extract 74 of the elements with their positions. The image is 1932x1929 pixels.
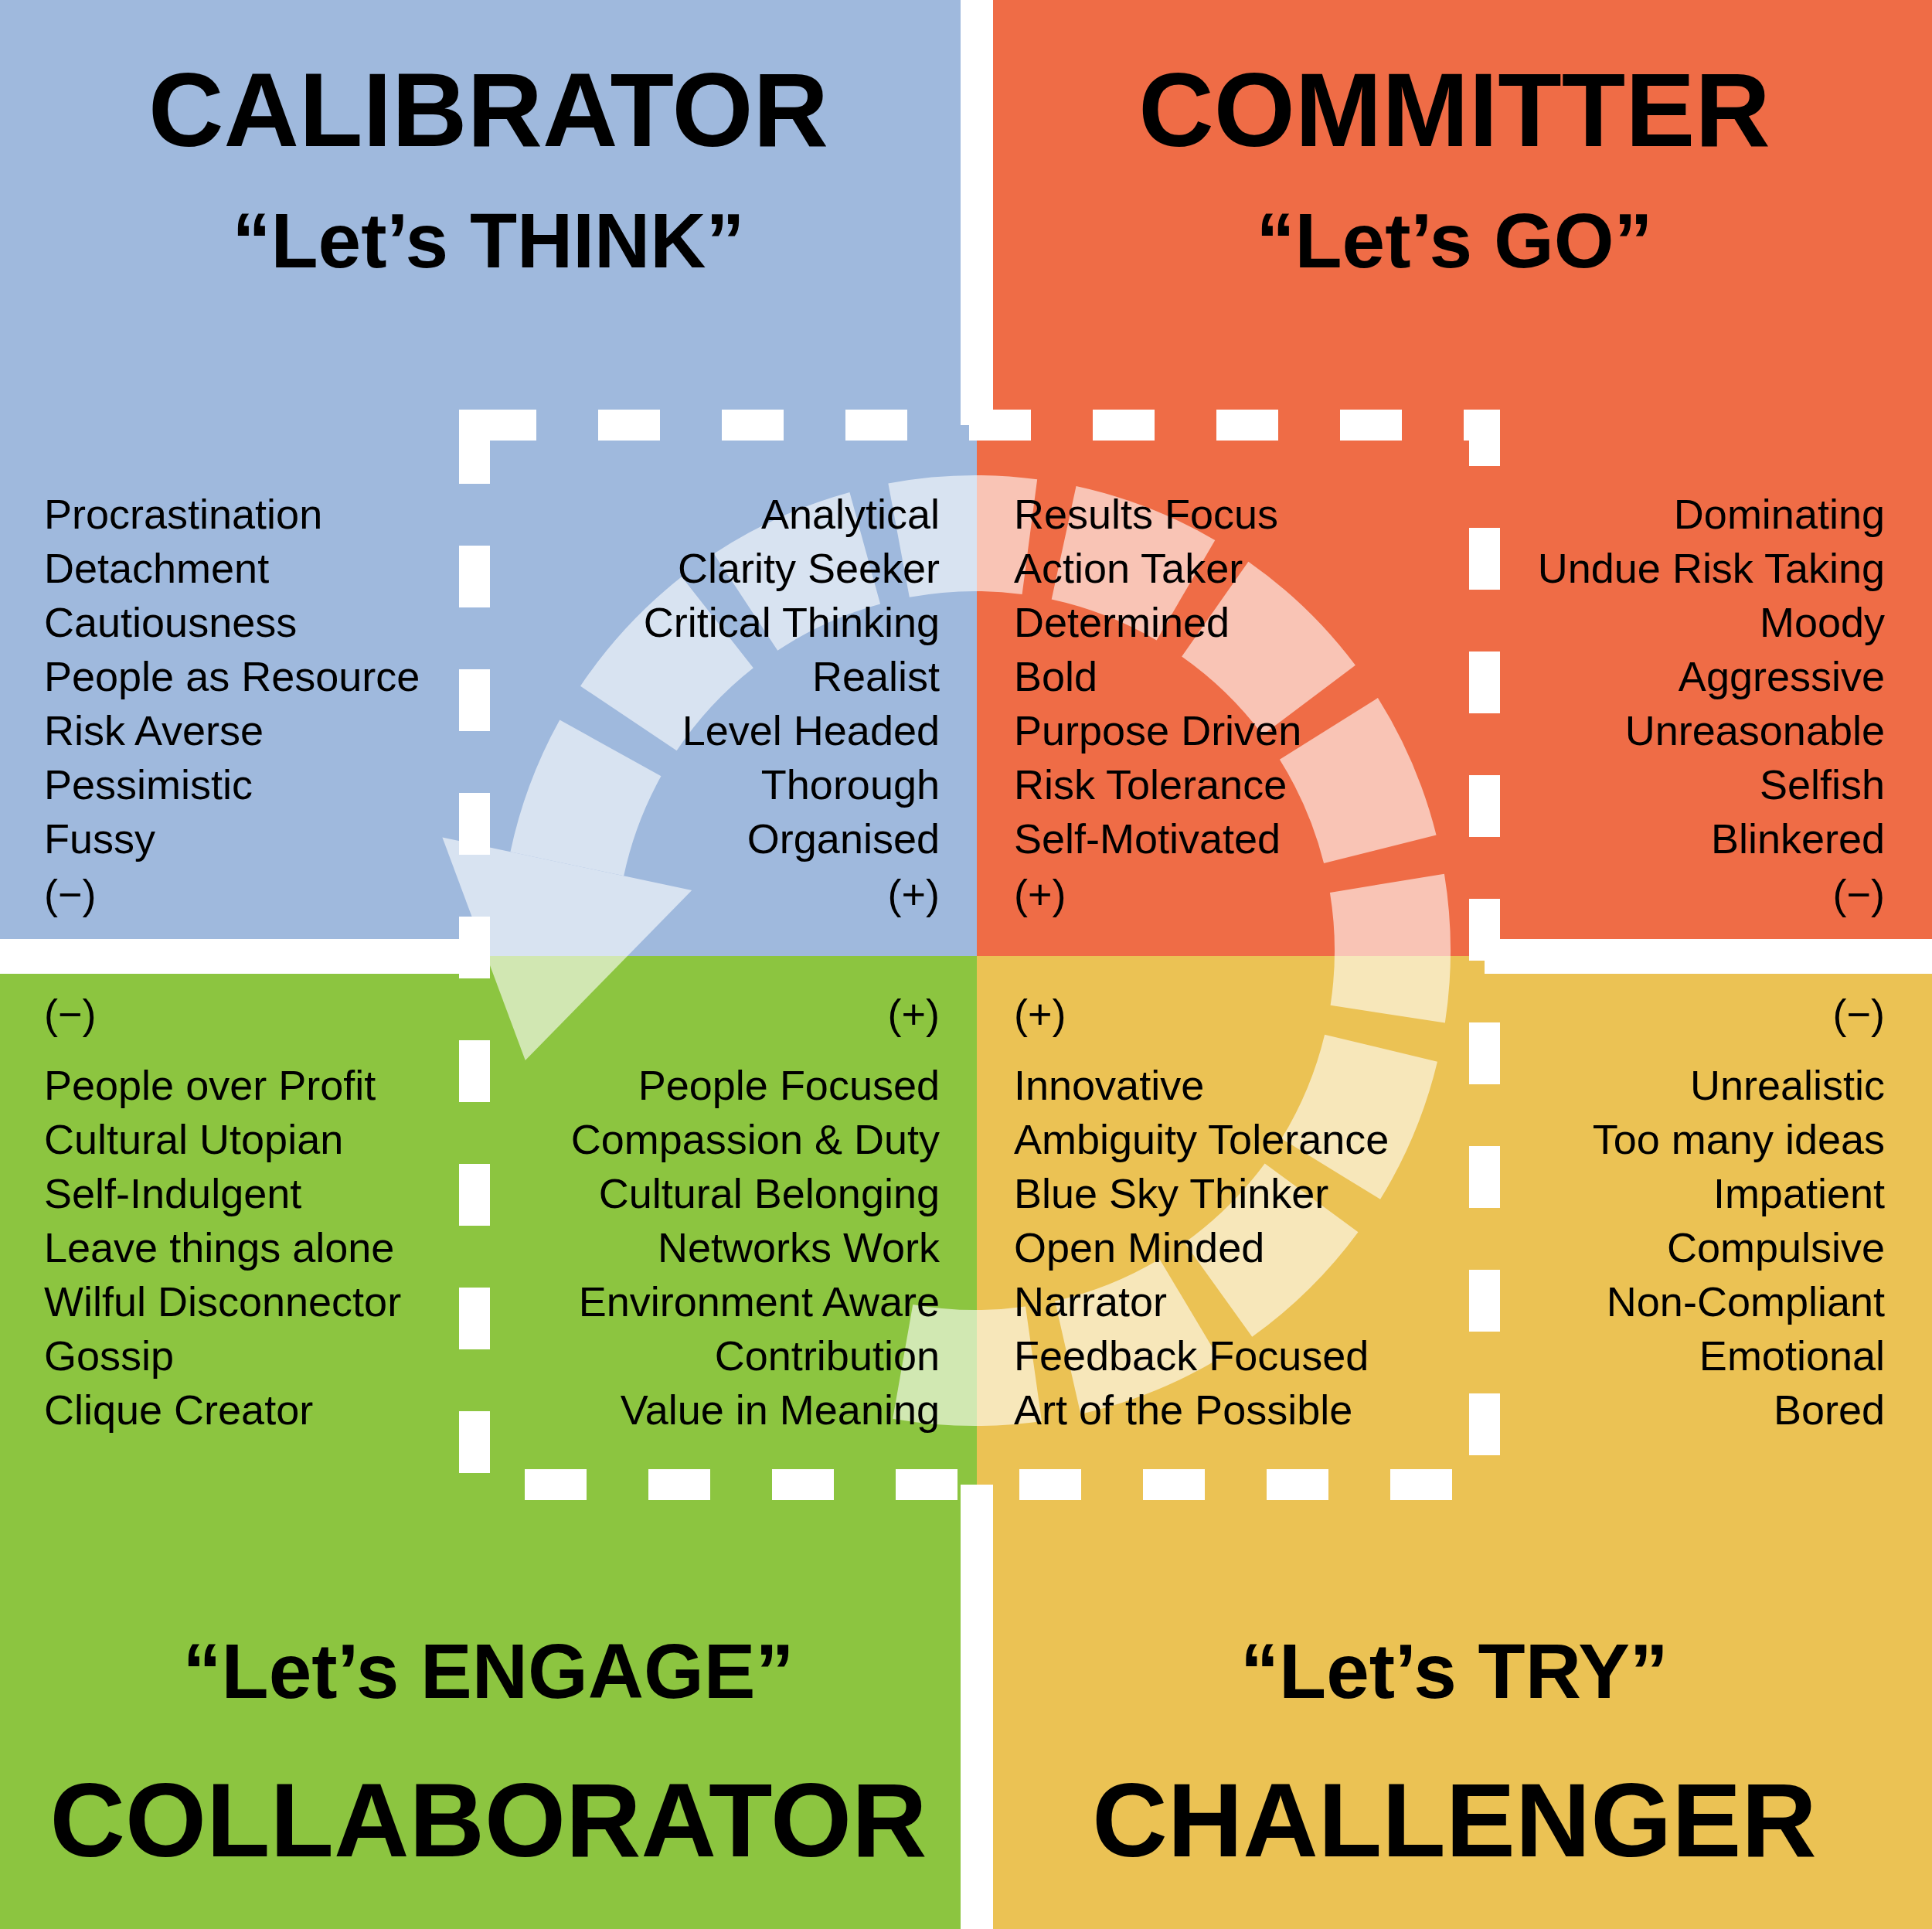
trait-item: Action Taker — [1014, 544, 1243, 593]
trait-item: Environment Aware — [578, 1277, 940, 1326]
trait-item: Non-Compliant — [1606, 1277, 1885, 1326]
polarity-sign: (−) — [44, 990, 97, 1039]
quadrant-title: COLLABORATOR — [49, 1763, 927, 1879]
trait-item: Cautiousness — [44, 598, 298, 647]
trait-item: Clarity Seeker — [677, 544, 940, 593]
slogan-text: “Let’s ENGAGE” — [182, 1627, 794, 1716]
quadrant-panel — [977, 0, 1932, 956]
trait-item: Too many ideas — [1592, 1115, 1885, 1164]
trait-item: Organised — [747, 815, 940, 863]
trait-item: Self-Indulgent — [44, 1169, 302, 1218]
polarity-sign: (+) — [1014, 870, 1066, 919]
polarity-sign: (+) — [1014, 990, 1066, 1039]
quadrant-title: CALIBRATOR — [148, 53, 828, 168]
polarity-sign: (−) — [44, 870, 97, 919]
trait-item: Unreasonable — [1624, 706, 1885, 755]
trait-item: Cultural Utopian — [44, 1115, 344, 1164]
trait-item: Blinkered — [1710, 815, 1885, 863]
trait-item: Art of the Possible — [1014, 1386, 1353, 1434]
trait-item: Compassion & Duty — [570, 1115, 940, 1164]
trait-item: Pessimistic — [44, 760, 253, 809]
trait-item: People Focused — [638, 1061, 940, 1110]
polarity-sign: (+) — [887, 990, 940, 1039]
polarity-sign: (+) — [887, 870, 940, 919]
trait-item: Emotional — [1699, 1332, 1885, 1380]
trait-item: Innovative — [1014, 1061, 1205, 1110]
trait-item: Networks Work — [657, 1223, 940, 1272]
quadrant-panel — [0, 956, 977, 1929]
trait-item: Thorough — [760, 760, 940, 809]
trait-item: Determined — [1014, 598, 1230, 647]
trait-item: Undue Risk Taking — [1537, 544, 1885, 593]
trait-item: Fussy — [44, 815, 156, 863]
trait-item: Analytical — [760, 490, 940, 539]
slogan-text: “Let’s GO” — [1256, 196, 1653, 285]
trait-item: Unrealistic — [1689, 1061, 1885, 1110]
polarity-sign: (−) — [1832, 990, 1885, 1039]
trait-item: Selfish — [1759, 760, 1885, 809]
trait-item: People as Resource — [44, 652, 420, 701]
trait-item: Cultural Belonging — [598, 1169, 940, 1218]
quadrant-title: COMMITTER — [1138, 53, 1770, 168]
quadrant-panel — [977, 956, 1932, 1929]
trait-item: Procrastination — [44, 490, 323, 539]
trait-item: Dominating — [1673, 490, 1885, 539]
trait-item: Critical Thinking — [643, 598, 940, 647]
trait-item: Feedback Focused — [1014, 1332, 1369, 1380]
trait-item: Open Minded — [1014, 1223, 1265, 1272]
trait-item: Bold — [1014, 652, 1098, 701]
quadrant-panel — [0, 0, 977, 956]
slogan-text: “Let’s TRY” — [1240, 1627, 1668, 1716]
trait-item: Narrator — [1014, 1277, 1168, 1326]
trait-item: Self-Motivated — [1014, 815, 1281, 863]
trait-item: Aggressive — [1678, 652, 1885, 701]
trait-item: Leave things alone — [44, 1223, 395, 1272]
polarity-sign: (−) — [1832, 870, 1885, 919]
trait-item: Level Headed — [682, 706, 940, 755]
trait-item: Bored — [1773, 1386, 1885, 1434]
trait-item: Purpose Driven — [1014, 706, 1302, 755]
trait-item: Results Focus — [1014, 490, 1279, 539]
trait-item: Blue Sky Thinker — [1014, 1169, 1329, 1218]
trait-item: People over Profit — [44, 1061, 376, 1110]
trait-item: Risk Tolerance — [1014, 760, 1287, 809]
trait-item: Wilful Disconnector — [44, 1277, 402, 1326]
quadrant-title: CHALLENGER — [1092, 1763, 1817, 1879]
trait-item: Realist — [811, 652, 940, 701]
trait-item: Gossip — [44, 1332, 175, 1380]
trait-item: Impatient — [1713, 1169, 1885, 1218]
trait-item: Detachment — [44, 544, 270, 593]
trait-item: Clique Creator — [44, 1386, 314, 1434]
trait-item: Risk Averse — [44, 706, 264, 755]
trait-item: Ambiguity Tolerance — [1014, 1115, 1389, 1164]
trait-item: Compulsive — [1666, 1223, 1885, 1272]
trait-item: Moody — [1759, 598, 1885, 647]
slogan-text: “Let’s THINK” — [232, 196, 745, 285]
